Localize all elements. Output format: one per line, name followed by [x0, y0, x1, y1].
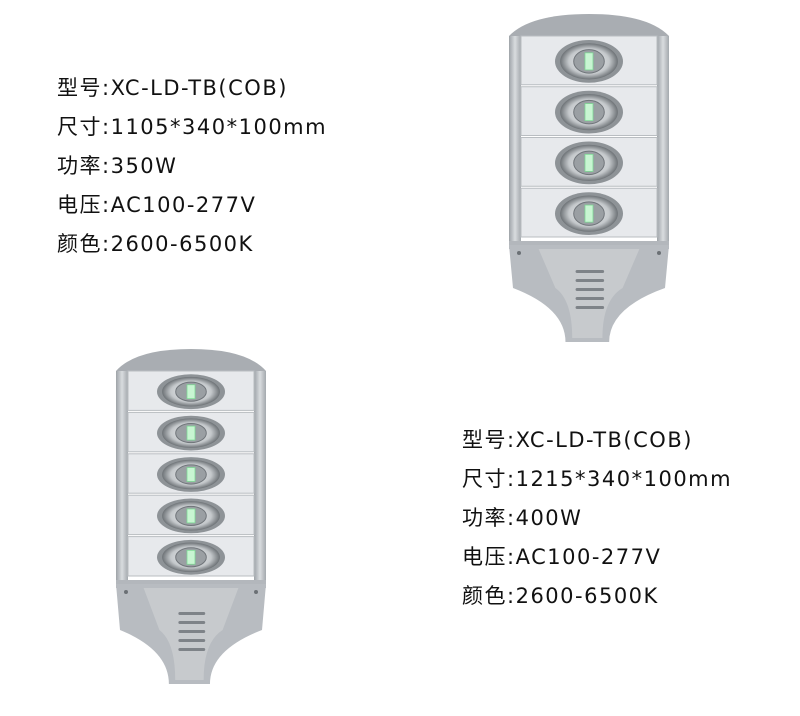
- lamp-top-cap: [509, 14, 669, 36]
- spec-size: 尺寸:1215*340*100mm: [462, 467, 733, 491]
- lamp-top-cap: [116, 349, 266, 371]
- led-chip: [186, 384, 196, 400]
- lamp-screw: [124, 590, 128, 594]
- lamp-vent-slot: [575, 306, 605, 309]
- lamp-housing-panel: [143, 588, 239, 680]
- lamp-screw: [517, 251, 521, 255]
- led-chip: [186, 549, 196, 565]
- spec-list-product-2: 型号:XC-LD-TB(COB) 尺寸:1215*340*100mm 功率:40…: [462, 421, 732, 616]
- led-chip: [584, 204, 594, 223]
- lamp-left-rail: [509, 36, 521, 245]
- lamp-vent-slot: [575, 270, 605, 273]
- lamp-right-rail: [254, 371, 266, 584]
- lamp-vent-slot: [178, 621, 206, 624]
- lamp-vent-slot: [178, 639, 206, 642]
- lamp-right-rail: [657, 36, 669, 245]
- led-chip: [186, 508, 196, 524]
- street-light-illustration: [116, 349, 266, 684]
- street-light-image-5-module: [112, 345, 270, 690]
- lamp-housing-panel: [538, 249, 640, 338]
- lamp-vent-slot: [575, 279, 605, 282]
- spec-power: 功率:400W: [462, 506, 583, 530]
- led-chip: [584, 153, 594, 172]
- spec-color-temp: 颜色:2600-6500K: [462, 584, 659, 608]
- lamp-vent-slot: [575, 297, 605, 300]
- lamp-screw: [657, 251, 661, 255]
- led-chip: [186, 467, 196, 482]
- lamp-screw: [254, 590, 258, 594]
- spec-size: 尺寸:1105*340*100mm: [57, 115, 328, 139]
- led-chip: [584, 52, 594, 71]
- lamp-vent-slot: [575, 288, 605, 291]
- spec-model: 型号:XC-LD-TB(COB): [57, 76, 288, 100]
- led-chip: [584, 103, 594, 122]
- street-light-image-4-module: [505, 10, 673, 348]
- lamp-vent-slot: [178, 630, 206, 633]
- spec-color-temp: 颜色:2600-6500K: [57, 232, 254, 256]
- lamp-vent-slot: [178, 612, 206, 615]
- lamp-left-rail: [116, 371, 128, 584]
- spec-voltage: 电压:AC100-277V: [57, 193, 257, 217]
- led-chip: [186, 425, 196, 441]
- spec-list-product-1: 型号:XC-LD-TB(COB) 尺寸:1105*340*100mm 功率:35…: [57, 69, 327, 264]
- spec-voltage: 电压:AC100-277V: [462, 545, 662, 569]
- lamp-vent-slot: [178, 648, 206, 651]
- spec-model: 型号:XC-LD-TB(COB): [462, 428, 693, 452]
- spec-power: 功率:350W: [57, 154, 178, 178]
- street-light-illustration: [509, 14, 669, 342]
